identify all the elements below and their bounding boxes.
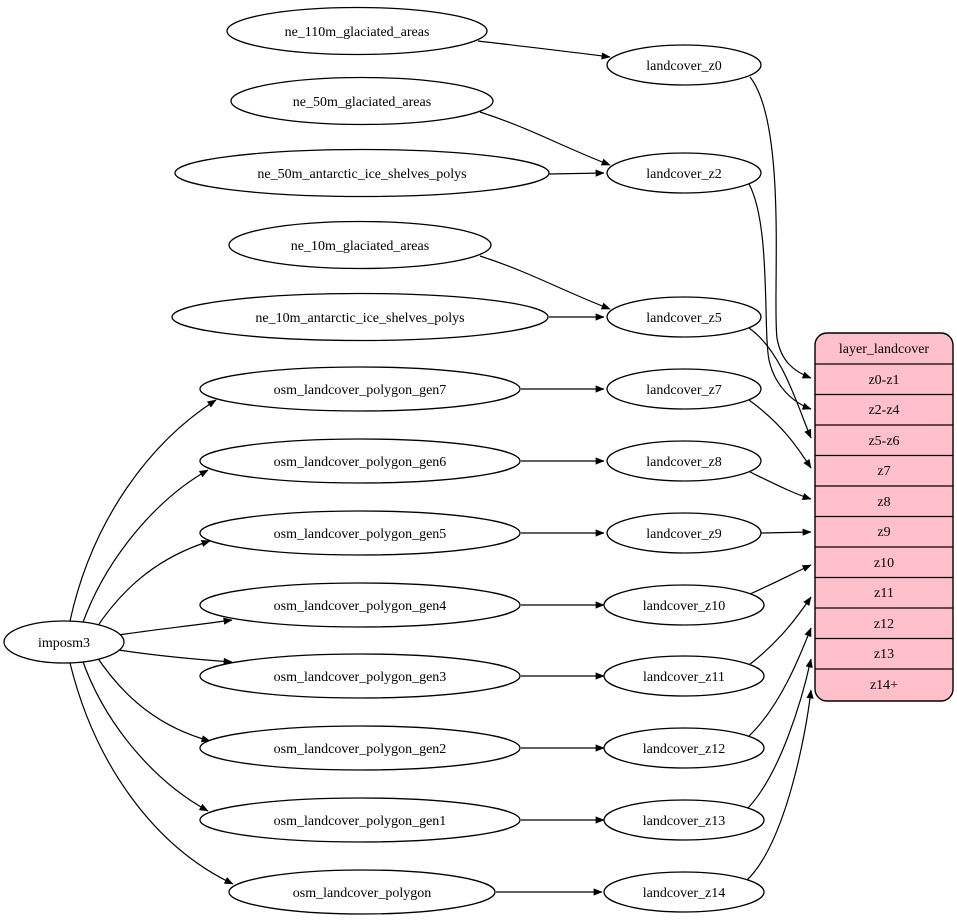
node-label: landcover_z9 (646, 527, 721, 542)
edge-ne50m-glaciated-to-landcover-z2 (479, 111, 611, 166)
node-landcover-z0: landcover_z0 (606, 44, 762, 86)
node-label: landcover_z14 (643, 886, 725, 901)
node-label: landcover_z2 (646, 167, 721, 182)
node-label: landcover_z8 (646, 455, 721, 470)
node-landcover-z8: landcover_z8 (606, 440, 762, 482)
node-label: landcover_z11 (643, 670, 725, 685)
node-label: landcover_z12 (643, 742, 725, 757)
node-label: landcover_z0 (646, 59, 721, 74)
node-label: osm_landcover_polygon_gen5 (274, 527, 447, 542)
edge-landcover-z14-to-row-z14plus (745, 689, 814, 882)
node-osm-landcover-polygon-gen1: osm_landcover_polygon_gen1 (199, 797, 521, 843)
edge-ne10m-glaciated-to-landcover-z5 (479, 255, 611, 310)
edge-imposm3-to-gen6 (81, 469, 209, 626)
edge-landcover-z0-to-row-z0-z1 (749, 76, 812, 379)
node-ne-50m-antarctic-ice-shelves-polys: ne_50m_antarctic_ice_shelves_polys (174, 148, 550, 198)
edge-imposm3-to-gen5 (94, 540, 211, 631)
edge-ne110m-glaciated-to-landcover-z0 (477, 40, 611, 60)
node-landcover-z7: landcover_z7 (606, 368, 762, 410)
imposm3-ellipse (3, 620, 125, 664)
node-landcover-z2: landcover_z2 (606, 152, 762, 194)
table-header-label: layer_landcover (839, 342, 930, 357)
node-label: landcover_z7 (646, 383, 721, 398)
table-row-z12: z12 (874, 617, 894, 632)
node-osm-landcover-polygon-gen4: osm_landcover_polygon_gen4 (199, 582, 521, 628)
table-row-z14plus: z14+ (870, 678, 898, 693)
edge-landcover-z13-to-row-z13 (746, 658, 813, 810)
edge-imposm3-to-gen3 (111, 648, 233, 665)
edge-landcover-z8-to-row-z8 (749, 471, 812, 500)
table-row-z7: z7 (877, 464, 890, 479)
node-landcover-z9: landcover_z9 (606, 512, 762, 554)
node-ne-10m-glaciated-areas: ne_10m_glaciated_areas (228, 220, 492, 270)
node-label: ne_50m_glaciated_areas (293, 95, 431, 110)
edge-imposm3-to-gen2 (94, 653, 211, 743)
edge-landcover-z7-to-row-z7 (748, 399, 812, 469)
edge-imposm3-to-polygon (69, 662, 234, 885)
node-ne-110m-glaciated-areas: ne_110m_glaciated_areas (226, 6, 488, 56)
node-label: ne_10m_antarctic_ice_shelves_polys (255, 311, 464, 326)
edge-landcover-z10-to-row-z10 (749, 564, 812, 595)
imposm3-label: imposm3 (38, 636, 90, 651)
edge-landcover-z11-to-row-z11 (748, 596, 812, 666)
edge-imposm3-to-gen7 (69, 399, 217, 622)
node-osm-landcover-polygon-gen6: osm_landcover_polygon_gen6 (199, 438, 521, 484)
node-label: ne_50m_antarctic_ice_shelves_polys (257, 167, 466, 182)
table-row-z0-z1: z0-z1 (868, 373, 899, 388)
node-osm-landcover-polygon-gen7: osm_landcover_polygon_gen7 (199, 366, 521, 412)
edges-layer (69, 40, 814, 896)
node-landcover-z12: landcover_z12 (603, 727, 765, 769)
table-row-z8: z8 (877, 495, 890, 510)
node-landcover-z5: landcover_z5 (606, 296, 762, 338)
node-label: osm_landcover_polygon_gen6 (274, 455, 447, 470)
node-osm-landcover-polygon-gen5: osm_landcover_polygon_gen5 (199, 510, 521, 556)
node-osm-landcover-polygon-gen3: osm_landcover_polygon_gen3 (199, 653, 521, 699)
table-row-z11: z11 (874, 586, 894, 601)
edge-imposm3-to-gen1 (81, 658, 209, 812)
node-landcover-z13: landcover_z13 (603, 799, 765, 841)
node-imposm3: imposm3 (3, 620, 125, 664)
node-osm-landcover-polygon: osm_landcover_polygon (228, 869, 496, 915)
node-label: osm_landcover_polygon_gen3 (274, 670, 447, 685)
node-label: osm_landcover_polygon (293, 886, 431, 901)
node-label: osm_landcover_polygon_gen2 (274, 742, 447, 757)
node-ne-50m-glaciated-areas: ne_50m_glaciated_areas (230, 76, 494, 126)
node-label: osm_landcover_polygon_gen1 (274, 814, 447, 829)
table-row-z10: z10 (874, 556, 894, 571)
edge-imposm3-to-gen4 (111, 617, 233, 637)
node-landcover-z10: landcover_z10 (603, 584, 765, 626)
table-row-z2-z4: z2-z4 (868, 403, 899, 418)
edge-landcover-z12-to-row-z12 (747, 627, 812, 738)
node-landcover-z14: landcover_z14 (603, 871, 765, 913)
node-label: landcover_z10 (643, 599, 725, 614)
table-row-z9: z9 (877, 525, 890, 540)
table-layer-landcover: layer_landcover z0-z1 z2-z4 z5-z6 z7 z8 … (814, 332, 954, 702)
edge-ne50m-antarctic-to-landcover-z2 (548, 169, 605, 177)
table-row-z5-z6: z5-z6 (868, 434, 899, 449)
node-ne-10m-antarctic-ice-shelves-polys: ne_10m_antarctic_ice_shelves_polys (171, 292, 549, 342)
node-label: osm_landcover_polygon_gen7 (274, 383, 447, 398)
edge-landcover-z2-to-row-z2-z4 (748, 183, 812, 410)
edge-landcover-z5-to-row-z5-z6 (748, 327, 812, 439)
node-landcover-z11: landcover_z11 (603, 655, 765, 697)
table-row-z13: z13 (874, 647, 894, 662)
nodes-layer: imposm3 ne_110m_glaciated_areas ne_50m_g… (3, 6, 765, 915)
node-label: osm_landcover_polygon_gen4 (274, 599, 447, 614)
node-label: landcover_z13 (643, 814, 725, 829)
edge-landcover-z9-to-row-z9 (760, 528, 812, 536)
node-osm-landcover-polygon-gen2: osm_landcover_polygon_gen2 (199, 725, 521, 771)
node-label: ne_110m_glaciated_areas (285, 25, 430, 40)
node-label: landcover_z5 (646, 311, 721, 326)
node-label: ne_10m_glaciated_areas (291, 239, 429, 254)
